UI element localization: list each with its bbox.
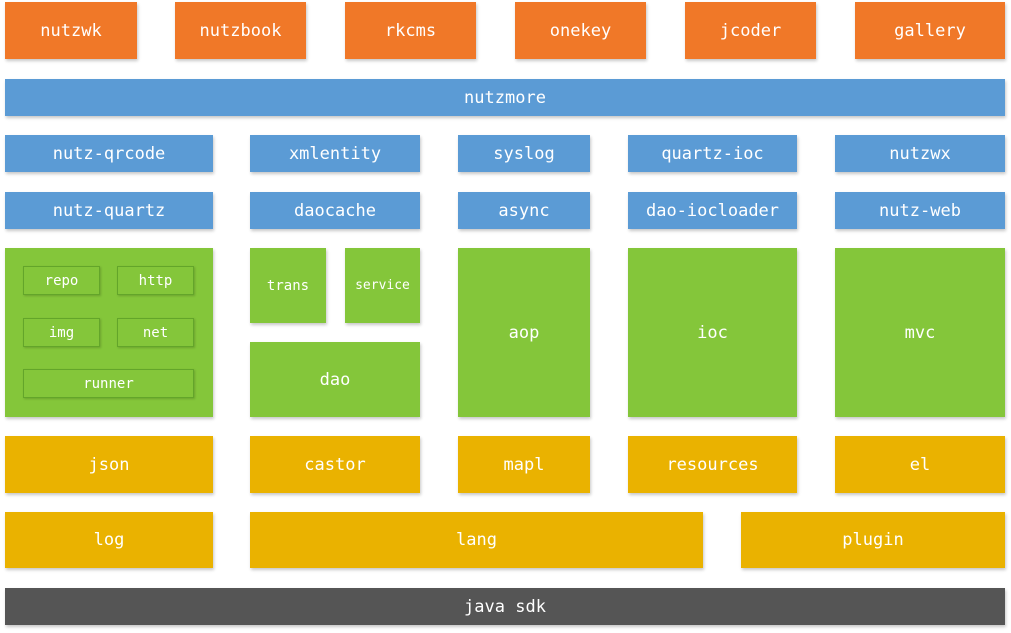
plugin-syslog: syslog <box>458 135 590 172</box>
plugin-quartz-ioc: quartz-ioc <box>628 135 797 172</box>
nutzmore-bar: nutzmore <box>5 79 1005 116</box>
plugin-nutzwx: nutzwx <box>835 135 1005 172</box>
core-ioc: ioc <box>628 248 797 417</box>
core-img: img <box>23 318 100 347</box>
plugin-nutz-web: nutz-web <box>835 192 1005 229</box>
base-plugin: plugin <box>741 512 1005 568</box>
base-json: json <box>5 436 213 493</box>
core-service: service <box>345 248 420 323</box>
base-el: el <box>835 436 1005 493</box>
base-castor: castor <box>250 436 420 493</box>
app-gallery: gallery <box>855 2 1005 59</box>
plugin-xmlentity: xmlentity <box>250 135 420 172</box>
base-lang: lang <box>250 512 703 568</box>
core-trans: trans <box>250 248 326 323</box>
plugin-nutz-quartz: nutz-quartz <box>5 192 213 229</box>
plugin-nutz-qrcode: nutz-qrcode <box>5 135 213 172</box>
app-nutzwk: nutzwk <box>5 2 137 59</box>
app-onekey: onekey <box>515 2 646 59</box>
base-mapl: mapl <box>458 436 590 493</box>
plugin-async: async <box>458 192 590 229</box>
core-runner: runner <box>23 369 194 398</box>
core-http: http <box>117 266 194 295</box>
app-nutzbook: nutzbook <box>175 2 306 59</box>
core-repo: repo <box>23 266 100 295</box>
core-net: net <box>117 318 194 347</box>
core-dao: dao <box>250 342 420 417</box>
base-resources: resources <box>628 436 797 493</box>
base-log: log <box>5 512 213 568</box>
core-aop: aop <box>458 248 590 417</box>
app-rkcms: rkcms <box>345 2 476 59</box>
core-mvc: mvc <box>835 248 1005 417</box>
platform-java-sdk: java sdk <box>5 588 1005 625</box>
plugin-dao-iocloader: dao-iocloader <box>628 192 797 229</box>
plugin-daocache: daocache <box>250 192 420 229</box>
app-jcoder: jcoder <box>685 2 816 59</box>
